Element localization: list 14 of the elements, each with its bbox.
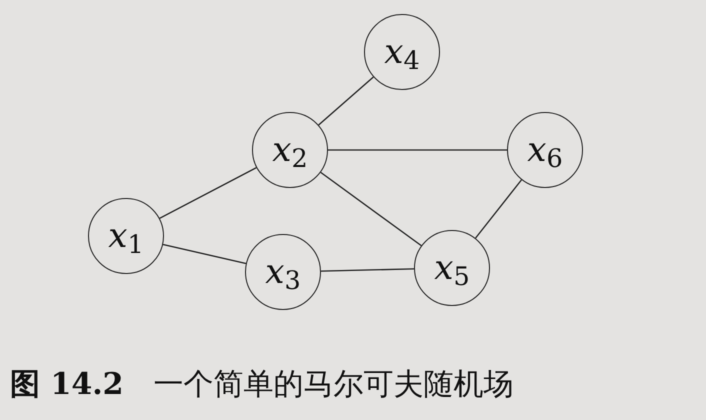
figure-caption: 图 14.2 一个简单的马尔可夫随机场 <box>10 367 514 402</box>
node-label: x$_{3}$ <box>265 250 301 298</box>
connector-line <box>320 268 414 272</box>
connector-line <box>328 149 507 151</box>
connector-line <box>159 167 257 219</box>
node-label: x$_{2}$ <box>272 128 308 176</box>
node-label: x$_{4}$ <box>384 30 420 78</box>
connector-line <box>475 179 522 239</box>
node-label: x$_{6}$ <box>527 128 563 176</box>
connector-line <box>320 172 422 246</box>
connector-line <box>162 244 246 264</box>
node-label: x$_{1}$ <box>108 214 144 262</box>
connector-line <box>318 76 374 126</box>
node-label: x$_{5}$ <box>434 246 470 294</box>
